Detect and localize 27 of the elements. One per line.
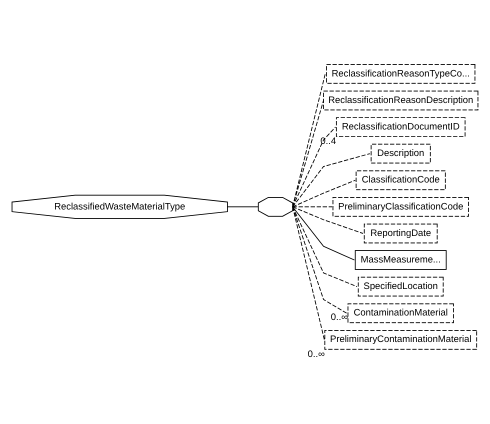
connector bbox=[292, 180, 356, 208]
node-box: ReclassificationReasonTypeCo... bbox=[326, 64, 476, 84]
node-box: ClassificationCode bbox=[356, 170, 446, 190]
connector bbox=[292, 206, 355, 260]
connector bbox=[292, 206, 358, 288]
node-box: ReclassificationReasonDescription bbox=[323, 90, 478, 110]
node-box: SpecifiedLocation bbox=[358, 276, 444, 296]
node-label: 0..∞ bbox=[330, 310, 348, 322]
node-box: Description bbox=[370, 144, 431, 164]
connector bbox=[292, 206, 325, 340]
connector bbox=[292, 100, 324, 208]
node-box: PreliminaryClassificationCode bbox=[332, 196, 469, 217]
connector bbox=[292, 73, 326, 208]
connector bbox=[227, 206, 259, 208]
node-label: 0..4 bbox=[320, 135, 336, 146]
connector bbox=[292, 206, 333, 208]
connector bbox=[292, 206, 364, 234]
connector bbox=[292, 126, 336, 208]
connector bbox=[292, 206, 348, 314]
node-octagon bbox=[258, 196, 294, 217]
node-box: ContaminationMaterial bbox=[348, 303, 454, 324]
node-label: 0..∞ bbox=[308, 348, 325, 359]
node-box: PreliminaryContaminationMaterial bbox=[324, 330, 478, 350]
connector bbox=[292, 153, 370, 208]
node-box: MassMeasureme... bbox=[354, 250, 447, 270]
node-box: ReclassificationDocumentID bbox=[336, 117, 466, 137]
node-box: ReportingDate bbox=[364, 224, 438, 244]
